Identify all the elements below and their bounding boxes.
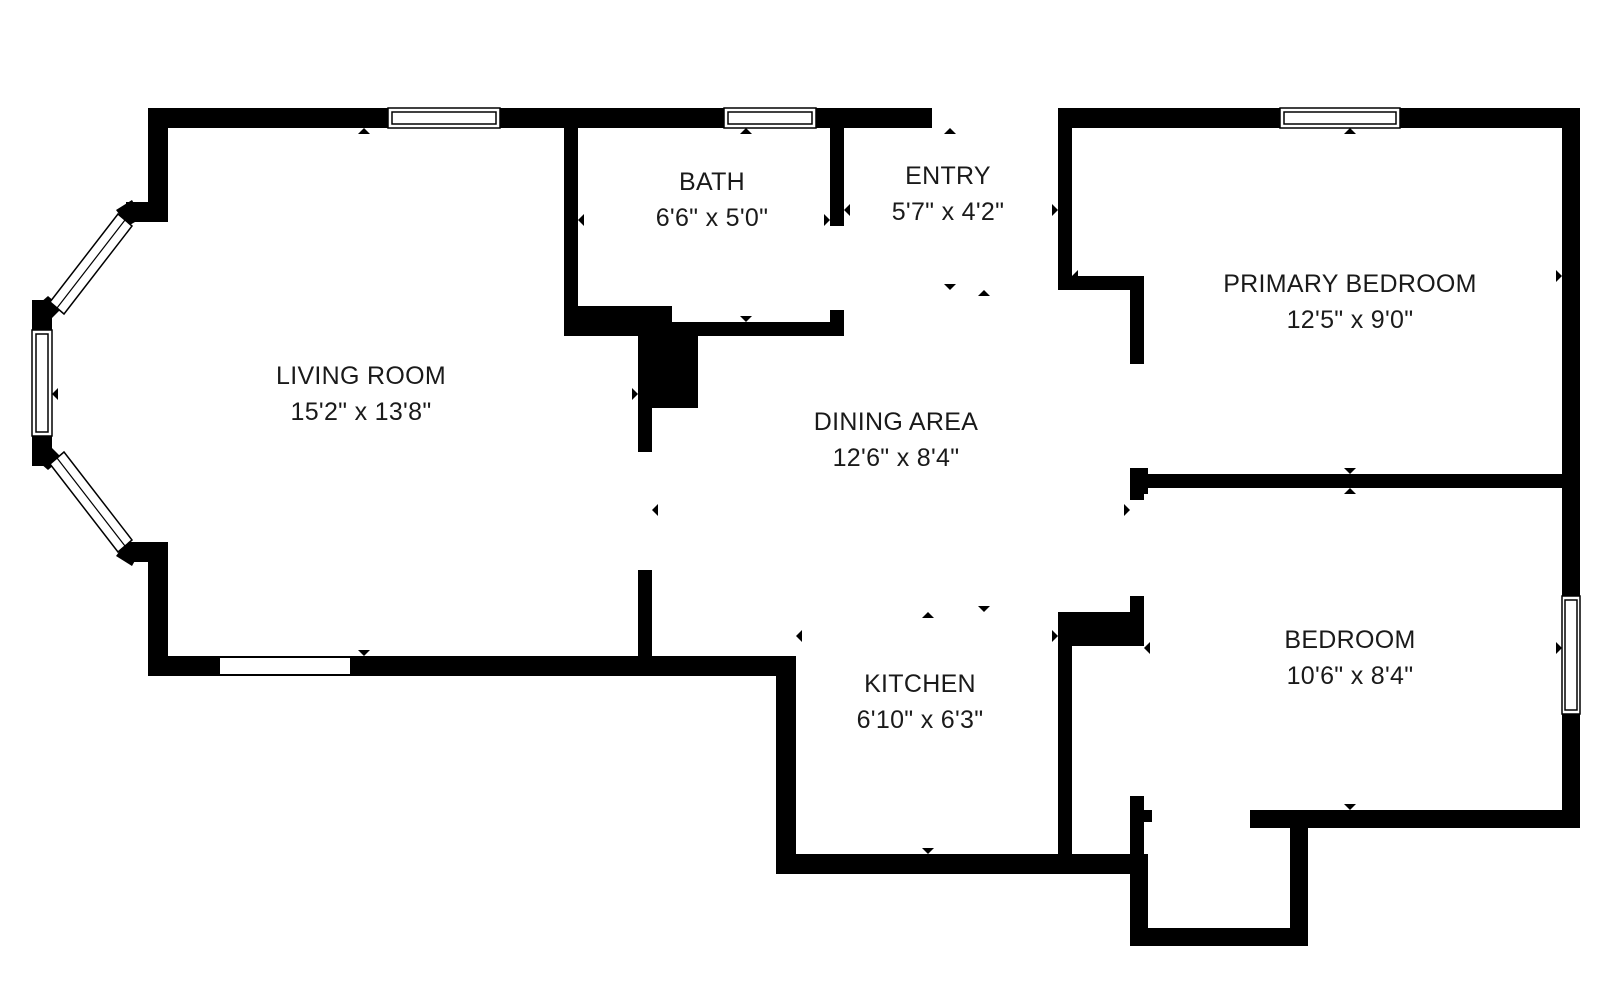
window-bay-upper: [48, 212, 134, 316]
tick: [1344, 804, 1356, 810]
wall-closet-bottom: [1130, 928, 1308, 946]
wall-living-left-lower: [148, 542, 168, 676]
window-bay-lower: [48, 450, 134, 554]
room-dims-living-room: 15'2" x 13'8": [290, 398, 431, 426]
tick: [1124, 504, 1130, 516]
wall-kitchen-right: [1058, 632, 1072, 854]
room-dims-kitchen: 6'10" x 6'3": [857, 706, 984, 734]
wall-bath-right: [830, 108, 844, 226]
tick: [358, 128, 370, 134]
wall-living-left-upper: [148, 108, 168, 222]
tick: [824, 214, 830, 226]
wall-divider-stub: [1130, 468, 1148, 494]
tick: [978, 290, 990, 296]
tick: [978, 606, 990, 612]
room-dims-primary-bedroom: 12'5" x 9'0": [1287, 306, 1414, 334]
tick: [1144, 642, 1150, 654]
wall-bath-left: [564, 108, 578, 336]
wall-kitchen-left: [776, 656, 796, 874]
tick: [922, 612, 934, 618]
opening-dining-primary: [1132, 364, 1142, 468]
tick: [796, 630, 802, 642]
wall-bath-right-lower: [830, 310, 844, 336]
wall-bay-corner-top: [32, 296, 62, 318]
wall-bath-bottom: [564, 322, 844, 336]
wall-bedrooms-divider: [1130, 474, 1580, 488]
wall-closet-right: [1290, 810, 1308, 946]
room-name-living-room: LIVING ROOM: [276, 362, 446, 390]
tick: [1556, 270, 1562, 282]
tick: [652, 504, 658, 516]
windows: [31, 107, 1581, 715]
room-name-kitchen: KITCHEN: [864, 670, 976, 698]
opening-dining-bedroom: [1132, 500, 1142, 596]
tick: [632, 388, 638, 400]
tick: [358, 650, 370, 656]
tick: [52, 388, 58, 400]
room-name-entry: ENTRY: [905, 162, 991, 190]
wall-chimney: [638, 336, 698, 408]
tick: [740, 128, 752, 134]
tick: [740, 316, 752, 322]
wall-bedroom-left-upper: [1130, 488, 1144, 500]
wall-closet-left: [1130, 854, 1148, 946]
room-dims-bath: 6'6" x 5'0": [656, 204, 769, 232]
tick: [1052, 204, 1058, 216]
tick: [1072, 270, 1078, 282]
wall-right-lower: [1562, 714, 1580, 828]
wall-bay-corner-bottom: [32, 448, 62, 470]
tick: [1344, 468, 1356, 474]
opening-living-bottom: [220, 658, 350, 674]
opening-living-dining: [640, 452, 650, 570]
room-name-dining-area: DINING AREA: [814, 408, 978, 436]
dimension-ticks: [52, 128, 1562, 854]
walls: [32, 108, 1580, 946]
window-bedroom-right: [1561, 595, 1581, 715]
tick: [1344, 488, 1356, 494]
window-primary-top: [1279, 107, 1401, 129]
wall-right-upper: [1562, 108, 1580, 596]
tick: [578, 214, 584, 226]
tick: [844, 204, 850, 216]
room-dims-bedroom: 10'6" x 8'4": [1287, 662, 1414, 690]
wall-bedroom-left-stub: [1144, 810, 1152, 822]
window-bath-top: [723, 107, 817, 129]
wall-bay-corner-upper-right: [116, 200, 142, 226]
opening-bath-entry: [832, 226, 842, 310]
wall-bedroom-bottom: [1250, 810, 1580, 828]
opening-bedroom-closet: [1132, 646, 1142, 796]
wall-kitchen-bottom: [776, 854, 1148, 874]
tick: [922, 848, 934, 854]
tick: [1052, 630, 1058, 642]
room-dims-dining-area: 12'6" x 8'4": [833, 444, 960, 472]
room-labels: LIVING ROOM 15'2" x 13'8" BATH 6'6" x 5'…: [276, 162, 1477, 734]
tick: [1556, 642, 1562, 654]
tick: [944, 284, 956, 290]
wall-entry-right: [1058, 108, 1072, 290]
window-living-top: [387, 107, 501, 129]
wall-bay-corner-lower-right: [116, 540, 142, 566]
window-bay-left: [31, 329, 53, 437]
room-name-bedroom: BEDROOM: [1284, 626, 1415, 654]
room-name-primary-bedroom: PRIMARY BEDROOM: [1223, 270, 1477, 298]
wall-living-dining-lower: [638, 570, 652, 670]
tick: [1344, 128, 1356, 134]
room-dims-entry: 5'7" x 4'2": [892, 198, 1005, 226]
openings: [220, 226, 1142, 796]
wall-entry-jog: [1058, 276, 1144, 290]
wall-primary-left: [1130, 276, 1144, 364]
wall-kitchen-right-block: [1058, 612, 1144, 646]
tick: [944, 128, 956, 134]
room-name-bath: BATH: [679, 168, 745, 196]
wall-bedroom-left-lower: [1130, 796, 1144, 854]
